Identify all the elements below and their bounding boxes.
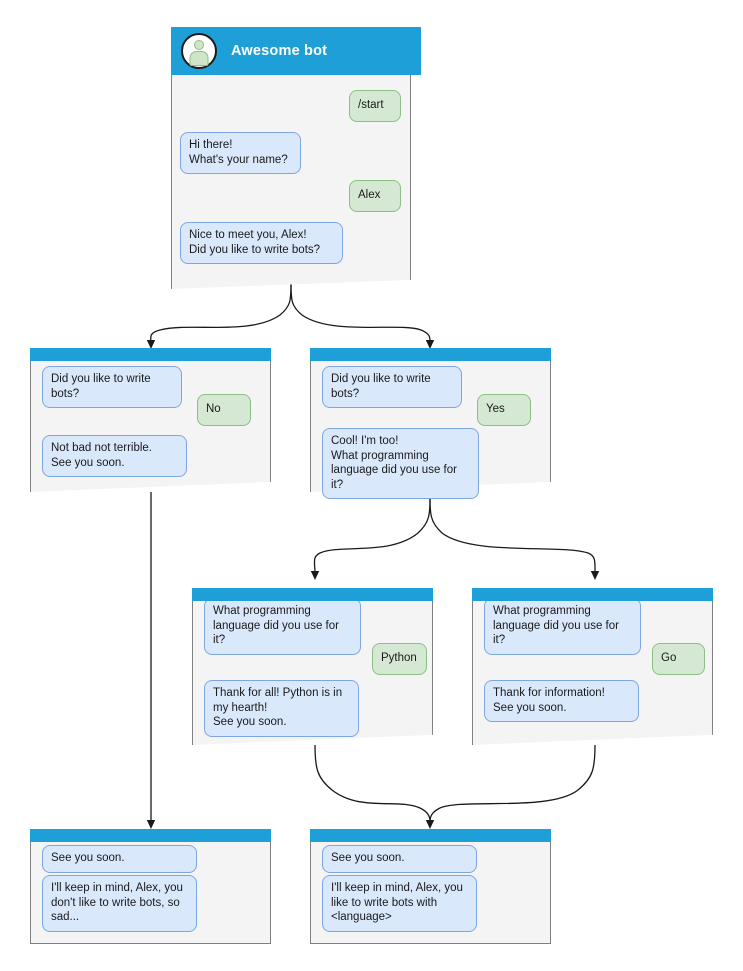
message-bubble-user: Yes [477,394,531,426]
message-bubble-bot: I'll keep in mind, Alex, you like to wri… [322,875,477,932]
card-end-yes-titlebar [310,829,551,842]
message-bubble-bot: What programming language did you use fo… [484,598,641,655]
message-bubble-bot: What programming language did you use fo… [204,598,361,655]
message-bubble-bot: I'll keep in mind, Alex, you don't like … [42,875,197,932]
edge-no-to-end-no [146,492,156,829]
arrowhead-icon [590,571,600,580]
message-bubble-bot: Not bad not terrible. See you soon. [42,435,187,477]
card-python-branch[interactable]: What programming language did you use fo… [192,588,433,745]
arrowhead-icon [146,820,156,829]
edge-yes-to-python [310,491,431,580]
card-start-titlebar: Awesome bot [171,27,421,75]
edge-yes-to-go [429,491,600,580]
message-bubble-user: /start [349,90,401,122]
message-bubble-bot: See you soon. [42,845,197,873]
message-bubble-user: No [197,394,251,426]
card-yes-branch[interactable]: Did you like to write bots? Yes Cool! I'… [310,348,551,499]
message-bubble-bot: Nice to meet you, Alex! Did you like to … [180,222,343,264]
card-yes-branch-titlebar [310,348,551,361]
card-end-yes[interactable]: See you soon. I'll keep in mind, Alex, y… [310,829,551,944]
card-python-branch-titlebar [192,588,433,601]
card-end-no-titlebar [30,829,271,842]
card-no-branch[interactable]: Did you like to write bots? No Not bad n… [30,348,271,492]
edge-go-to-end-yes [429,744,596,823]
arrowhead-icon [425,820,435,829]
message-bubble-bot: Did you like to write bots? [42,366,182,408]
arrowhead-icon [310,571,320,580]
message-bubble-bot: See you soon. [322,845,477,873]
card-go-branch-titlebar [472,588,713,601]
edge-start-to-no [146,281,292,349]
message-bubble-bot: Thank for information! See you soon. [484,680,639,722]
card-go-branch[interactable]: What programming language did you use fo… [472,588,713,745]
bot-title: Awesome bot [231,43,328,59]
message-bubble-bot: Hi there! What's your name? [180,132,301,174]
message-bubble-user: Python [372,643,427,675]
edge-start-to-yes [290,281,435,349]
message-bubble-user: Alex [349,180,401,212]
user-avatar-icon [181,33,217,69]
card-start[interactable]: Awesome bot /start Hi there! What's your… [171,27,421,289]
message-bubble-user: Go [652,643,705,675]
message-bubble-bot: Cool! I'm too! What programming language… [322,428,479,499]
card-end-no[interactable]: See you soon. I'll keep in mind, Alex, y… [30,829,271,944]
message-bubble-bot: Did you like to write bots? [322,366,462,408]
card-no-branch-titlebar [30,348,271,361]
edge-python-to-end-yes [314,744,435,829]
message-bubble-bot: Thank for all! Python is in my hearth! S… [204,680,359,737]
